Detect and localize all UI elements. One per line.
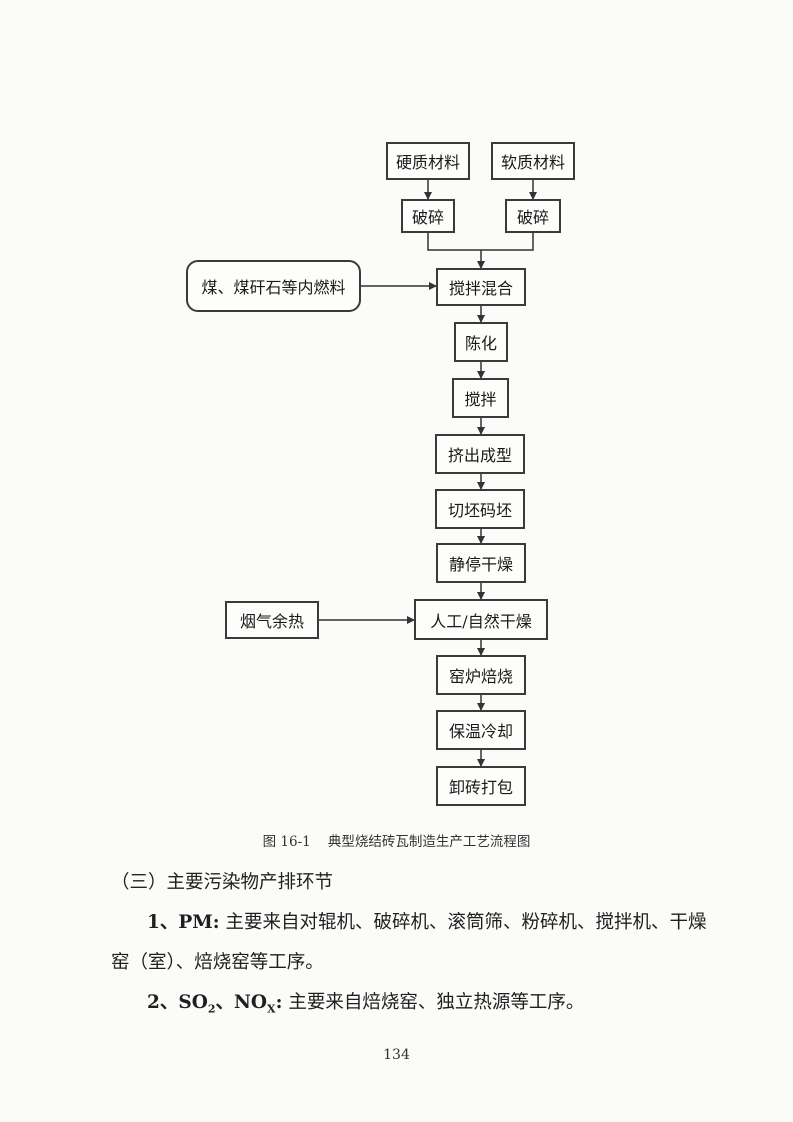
item1-text: 主要来自对辊机、破碎机、滚筒筛、粉碎机、搅拌机、干燥窑（室）、焙烧窑等工序。	[111, 912, 707, 973]
box-cut-stack: 切坯码坯	[435, 489, 525, 529]
box-unload-pack: 卸砖打包	[436, 766, 526, 806]
item2-text: 主要来自焙烧窑、独立热源等工序。	[288, 992, 585, 1013]
box-static-dry: 静停干燥	[436, 543, 526, 583]
box-dry: 人工/自然干燥	[414, 599, 548, 640]
figure-caption: 图 16-1 典型烧结砖瓦制造生产工艺流程图	[262, 834, 531, 850]
box-hard-material: 硬质材料	[386, 142, 470, 180]
box-kiln-fire: 窑炉焙烧	[436, 655, 526, 695]
box-soft-material: 软质材料	[491, 142, 575, 180]
box-extrude: 挤出成型	[435, 434, 525, 474]
item1-label: 1、PM:	[147, 912, 220, 933]
merge-line	[427, 233, 534, 251]
box-flue-heat: 烟气余热	[225, 601, 319, 639]
paragraph-pm: 1、PM: 主要来自对辊机、破碎机、滚筒筛、粉碎机、搅拌机、干燥窑（室）、焙烧窑…	[111, 903, 711, 983]
box-crush-left: 破碎	[401, 199, 455, 233]
paragraph-so2-nox: 2、SO2、NOX: 主要来自焙烧窑、独立热源等工序。	[111, 983, 711, 1030]
box-stir: 搅拌	[452, 378, 509, 418]
box-internal-fuel: 煤、煤矸石等内燃料	[186, 260, 361, 312]
flowchart-connectors	[319, 180, 537, 767]
box-crush-right: 破碎	[505, 199, 561, 233]
item2-label: 2、SO2、NOX:	[147, 992, 283, 1016]
page-number: 134	[383, 1047, 410, 1063]
box-stir-mix: 搅拌混合	[436, 268, 526, 306]
section-heading: （三）主要污染物产排环节	[111, 872, 334, 893]
box-cooling: 保温冷却	[436, 710, 526, 750]
box-aging: 陈化	[454, 322, 508, 362]
